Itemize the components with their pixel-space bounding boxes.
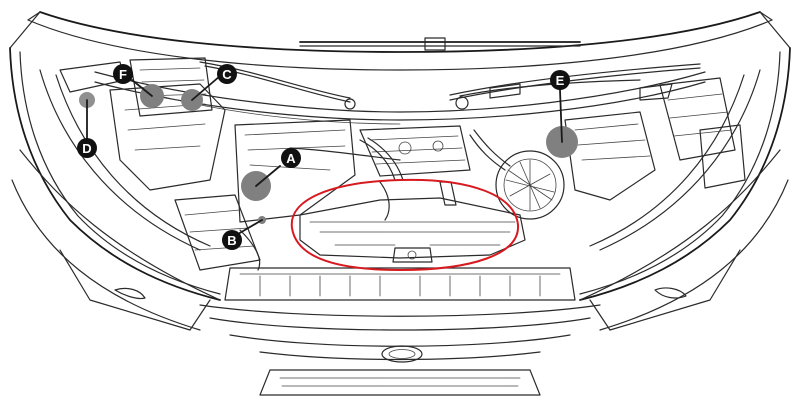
- highlight-outline: [290, 178, 520, 272]
- crossmember-slats: [259, 275, 541, 297]
- callout-e-label: E: [556, 73, 565, 88]
- callout-b-label: B: [227, 233, 236, 248]
- callout-c-badge: [217, 64, 237, 84]
- callout-e-badge: [550, 70, 570, 90]
- callout-b-badge: [222, 230, 242, 250]
- callout-e: E: [550, 70, 570, 90]
- components: [79, 84, 578, 224]
- engine-bay-inner: [59, 57, 746, 271]
- callout-d: D: [77, 138, 97, 158]
- hood-outline: [9, 11, 791, 71]
- cowl-panel: [94, 71, 706, 125]
- right-fender: [579, 47, 791, 331]
- left-fender: [9, 47, 221, 331]
- engine-cover: [299, 181, 526, 263]
- callout-f: F: [113, 64, 133, 84]
- callout-f-badge: [113, 64, 133, 84]
- callout-d-badge: [77, 138, 97, 158]
- callout-d-label: D: [82, 141, 91, 156]
- callout-a-badge: [281, 148, 301, 168]
- leader-lines: [86, 75, 563, 235]
- callout-b: B: [222, 230, 242, 250]
- callout-f-label: F: [119, 67, 127, 82]
- callout-a-label: A: [286, 151, 296, 166]
- callout-c: C: [217, 64, 237, 84]
- windshield-wiper: [199, 37, 701, 103]
- front-bumper: [199, 267, 601, 396]
- callout-a: A: [281, 148, 301, 168]
- callout-c-label: C: [222, 67, 232, 82]
